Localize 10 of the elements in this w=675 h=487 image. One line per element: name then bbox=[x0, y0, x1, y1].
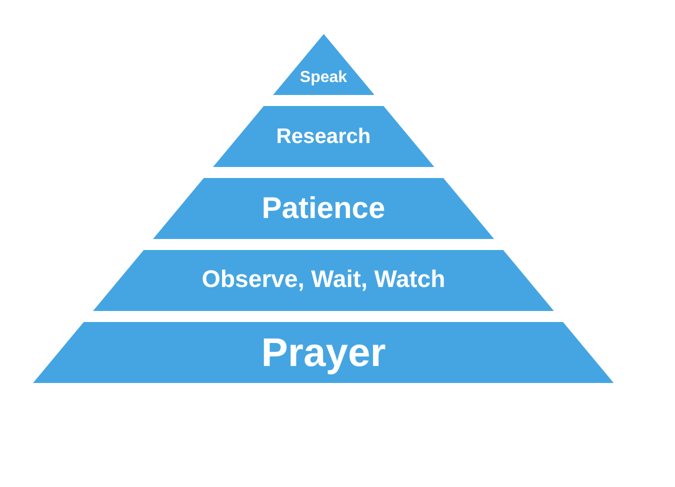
pyramid-tier bbox=[152, 178, 494, 239]
tier-label: Observe, Wait, Watch bbox=[202, 267, 446, 294]
pyramid-tier bbox=[33, 322, 614, 383]
tier-label: Prayer bbox=[261, 330, 386, 374]
pyramid-tier bbox=[272, 34, 374, 95]
tier-label: Speak bbox=[300, 68, 348, 86]
pyramid-tier bbox=[212, 106, 434, 167]
pyramid-tier bbox=[93, 250, 554, 311]
tier-label: Patience bbox=[262, 192, 386, 225]
tier-label: Research bbox=[276, 124, 371, 148]
